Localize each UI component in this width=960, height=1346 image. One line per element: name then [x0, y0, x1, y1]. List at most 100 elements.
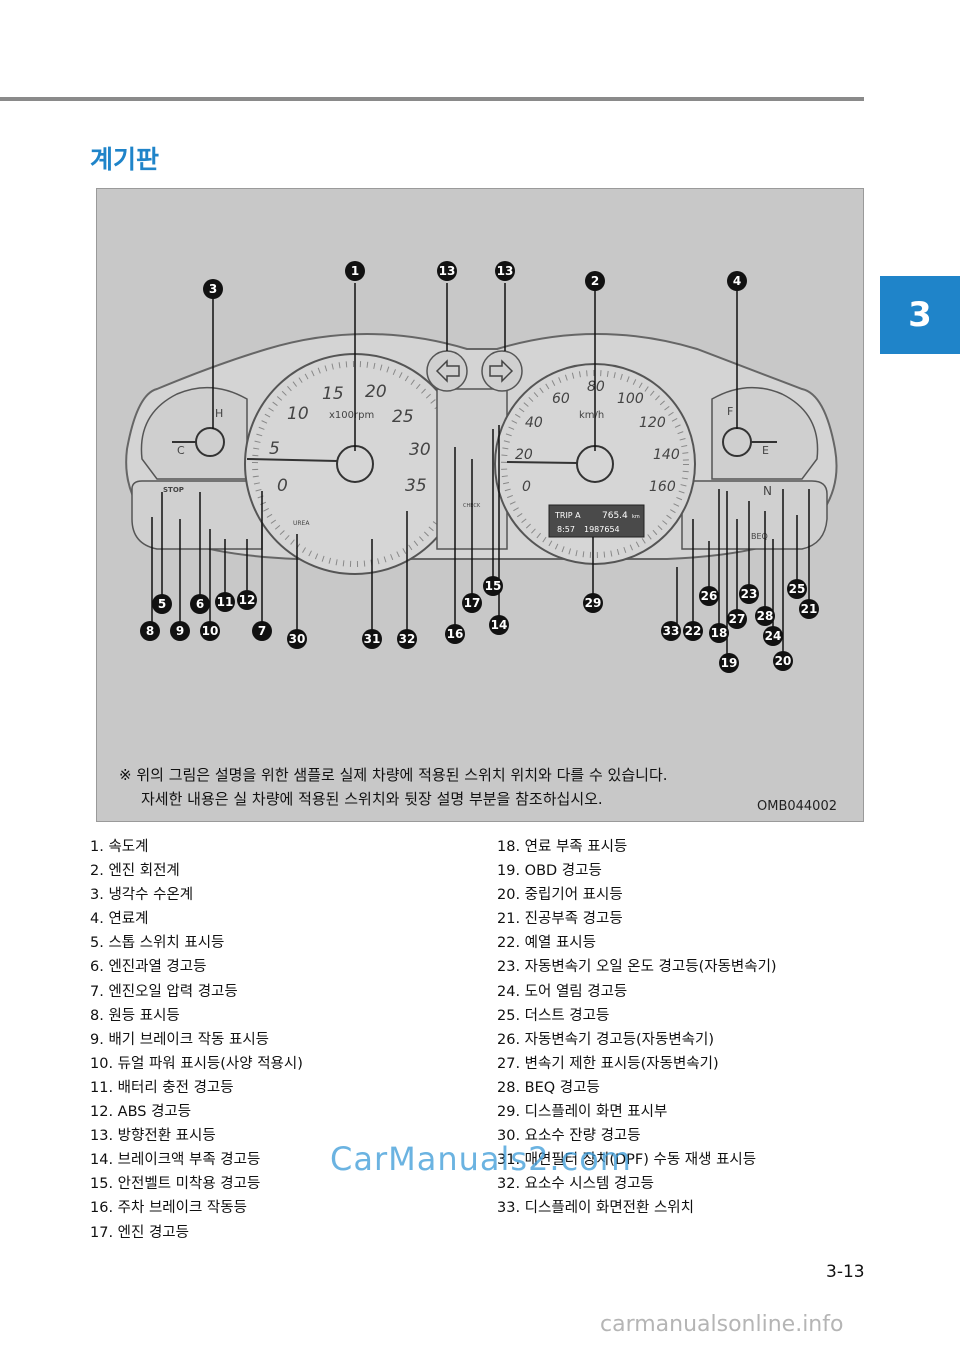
list-item: 24. 도어 열림 경고등: [497, 983, 628, 1000]
callout-14: 14: [489, 615, 509, 635]
stop-lamp-label: STOP: [163, 486, 184, 494]
svg-text:6: 6: [196, 597, 204, 611]
svg-text:12: 12: [239, 593, 256, 607]
callout-19: 19: [719, 653, 739, 673]
list-item: 5. 스톱 스위치 표시등: [90, 935, 225, 952]
svg-text:31: 31: [364, 632, 381, 646]
speedo-tick-120: 120: [639, 415, 666, 431]
tachometer-needle: [246, 458, 338, 462]
list-item: 13. 방향전환 표시등: [90, 1128, 216, 1145]
list-item: 18. 연료 부족 표시등: [497, 839, 628, 855]
svg-text:13: 13: [439, 264, 456, 278]
svg-text:5: 5: [158, 597, 166, 611]
temp-h-label: H: [215, 407, 223, 420]
figure-note-line-2: 자세한 내용은 실 차량에 적용된 스위치와 뒷장 설명 부분을 참조하십시오.: [141, 790, 603, 808]
list-item: 20. 중립기어 표시등: [497, 887, 623, 904]
speedo-tick-0: 0: [522, 479, 531, 495]
speedo-tick-140: 140: [653, 447, 680, 463]
tacho-tick-15: 15: [322, 384, 344, 404]
figure-code: OMB044002: [757, 799, 837, 814]
list-item: 25. 더스트 경고등: [497, 1007, 610, 1024]
list-item: 12. ABS 경고등: [90, 1104, 192, 1121]
temp-gauge-hub: [195, 427, 225, 457]
svg-text:24: 24: [765, 629, 782, 643]
fuel-e-label: E: [762, 444, 769, 457]
callout-13a: 13: [437, 261, 457, 281]
list-item: 9. 배기 브레이크 작동 표시등: [90, 1031, 270, 1048]
list-item: 27. 변속기 제한 표시등(자동변속기): [497, 1055, 719, 1072]
svg-text:13: 13: [497, 264, 514, 278]
callout-28: 28: [755, 606, 775, 626]
list-item: 31. 매연필터 장치(DPF) 수동 재생 표시등: [497, 1152, 757, 1169]
list-item: 2. 엔진 회전계: [90, 863, 180, 880]
tacho-tick-30: 30: [409, 440, 431, 460]
speedo-unit: km/h: [579, 410, 604, 421]
svg-text:9: 9: [176, 624, 184, 638]
callout-10: 10: [200, 621, 220, 641]
list-item: 19. OBD 경고등: [497, 863, 602, 880]
svg-text:1: 1: [351, 264, 359, 278]
svg-text:26: 26: [701, 589, 718, 603]
callout-8: 8: [140, 621, 160, 641]
svg-text:8: 8: [146, 624, 154, 638]
left-turn-signal: [426, 350, 468, 392]
list-item: 32. 요소수 시스템 경고등: [497, 1176, 654, 1193]
speedometer-ticks: [501, 370, 689, 558]
temp-c-label: C: [177, 444, 185, 457]
footer-url[interactable]: carmanualsonline.info: [600, 1312, 844, 1337]
tacho-tick-20: 20: [365, 382, 387, 402]
list-item: 33. 디스플레이 화면전환 스위치: [497, 1200, 694, 1217]
svg-text:17: 17: [464, 596, 481, 610]
svg-text:3: 3: [209, 282, 217, 296]
callout-16: 16: [445, 624, 465, 644]
speedometer-hub: [576, 445, 614, 483]
callout-23: 23: [739, 584, 759, 604]
speedometer-needle: [506, 461, 578, 464]
speedo-tick-20: 20: [515, 447, 533, 463]
callout-27: 27: [727, 609, 747, 629]
callout-30: 30: [287, 629, 307, 649]
list-item: 30. 요소수 잔량 경고등: [497, 1128, 641, 1145]
svg-text:28: 28: [757, 609, 774, 623]
tachometer-hub: [336, 445, 374, 483]
svg-text:14: 14: [491, 618, 508, 632]
callout-2: 2: [585, 271, 605, 291]
trip-value: 765.4: [602, 511, 628, 521]
callout-15: 15: [483, 576, 503, 596]
callout-18: 18: [709, 623, 729, 643]
svg-text:18: 18: [711, 626, 728, 640]
callout-22: 22: [683, 621, 703, 641]
watermark: CarManuals2.com: [330, 1140, 632, 1178]
beq-lamp-label: BEQ: [751, 532, 768, 541]
tacho-tick-5: 5: [269, 439, 280, 459]
list-item: 16. 주차 브레이크 작동등: [90, 1200, 247, 1217]
callout-5: 5: [152, 594, 172, 614]
chapter-tab[interactable]: 3: [880, 276, 960, 354]
callout-4: 4: [727, 271, 747, 291]
svg-text:32: 32: [399, 632, 416, 646]
fuel-f-label: F: [727, 405, 733, 418]
callout-11: 11: [215, 592, 235, 612]
callout-31: 31: [362, 629, 382, 649]
callout-7: 7: [252, 621, 272, 641]
legend-list-left: 1. 속도계 2. 엔진 회전계 3. 냉각수 수온계 4. 연료계 5. 스톱…: [90, 835, 303, 1245]
svg-text:27: 27: [729, 612, 746, 626]
list-item: 29. 디스플레이 화면 표시부: [497, 1104, 668, 1121]
tacho-unit: x100rpm: [329, 410, 374, 421]
svg-text:11: 11: [217, 595, 234, 609]
temp-gauge-pod: [140, 386, 248, 480]
callout-6: 6: [190, 594, 210, 614]
tacho-tick-0: 0: [277, 476, 288, 496]
fuel-gauge-hub: [722, 427, 752, 457]
right-arrow-icon: [489, 359, 514, 383]
lcd-display: [548, 504, 645, 538]
right-turn-signal: [481, 350, 523, 392]
odometer-value: 1987654: [584, 525, 620, 534]
section-title: 계기판: [90, 145, 160, 174]
callout-badges: 1 2 3 4 5 6 7 8 9 10 11 12 13 13 14 15 1…: [140, 261, 819, 673]
page-number: 3-13: [826, 1262, 865, 1282]
list-item: 3. 냉각수 수온계: [90, 887, 194, 904]
top-rule: [0, 97, 864, 101]
callout-20: 20: [773, 651, 793, 671]
list-item: 11. 배터리 충전 경고등: [90, 1079, 234, 1096]
